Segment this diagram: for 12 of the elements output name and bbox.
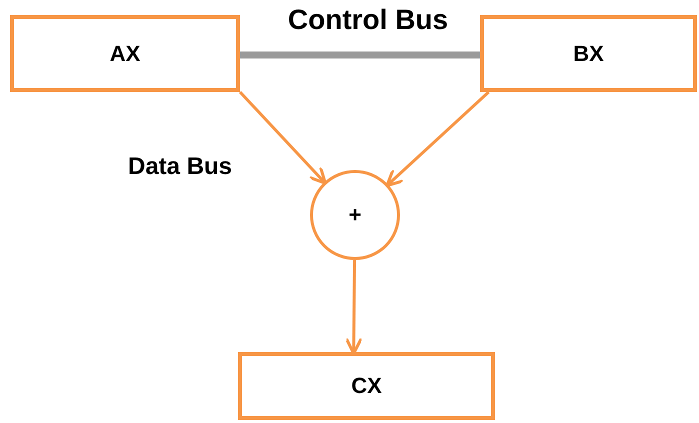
bus-line: [240, 52, 480, 59]
node-label: BX: [573, 40, 604, 66]
arrow: [386, 90, 490, 188]
register-box: [10, 15, 240, 92]
register-box: [480, 15, 697, 92]
bus-label: Data Bus: [128, 153, 232, 181]
register-box: [238, 352, 495, 420]
node-label: +: [348, 202, 362, 228]
node-label: CX: [351, 373, 382, 399]
arrow: [238, 90, 327, 185]
node-label: AX: [110, 40, 140, 66]
arrow: [344, 260, 363, 355]
